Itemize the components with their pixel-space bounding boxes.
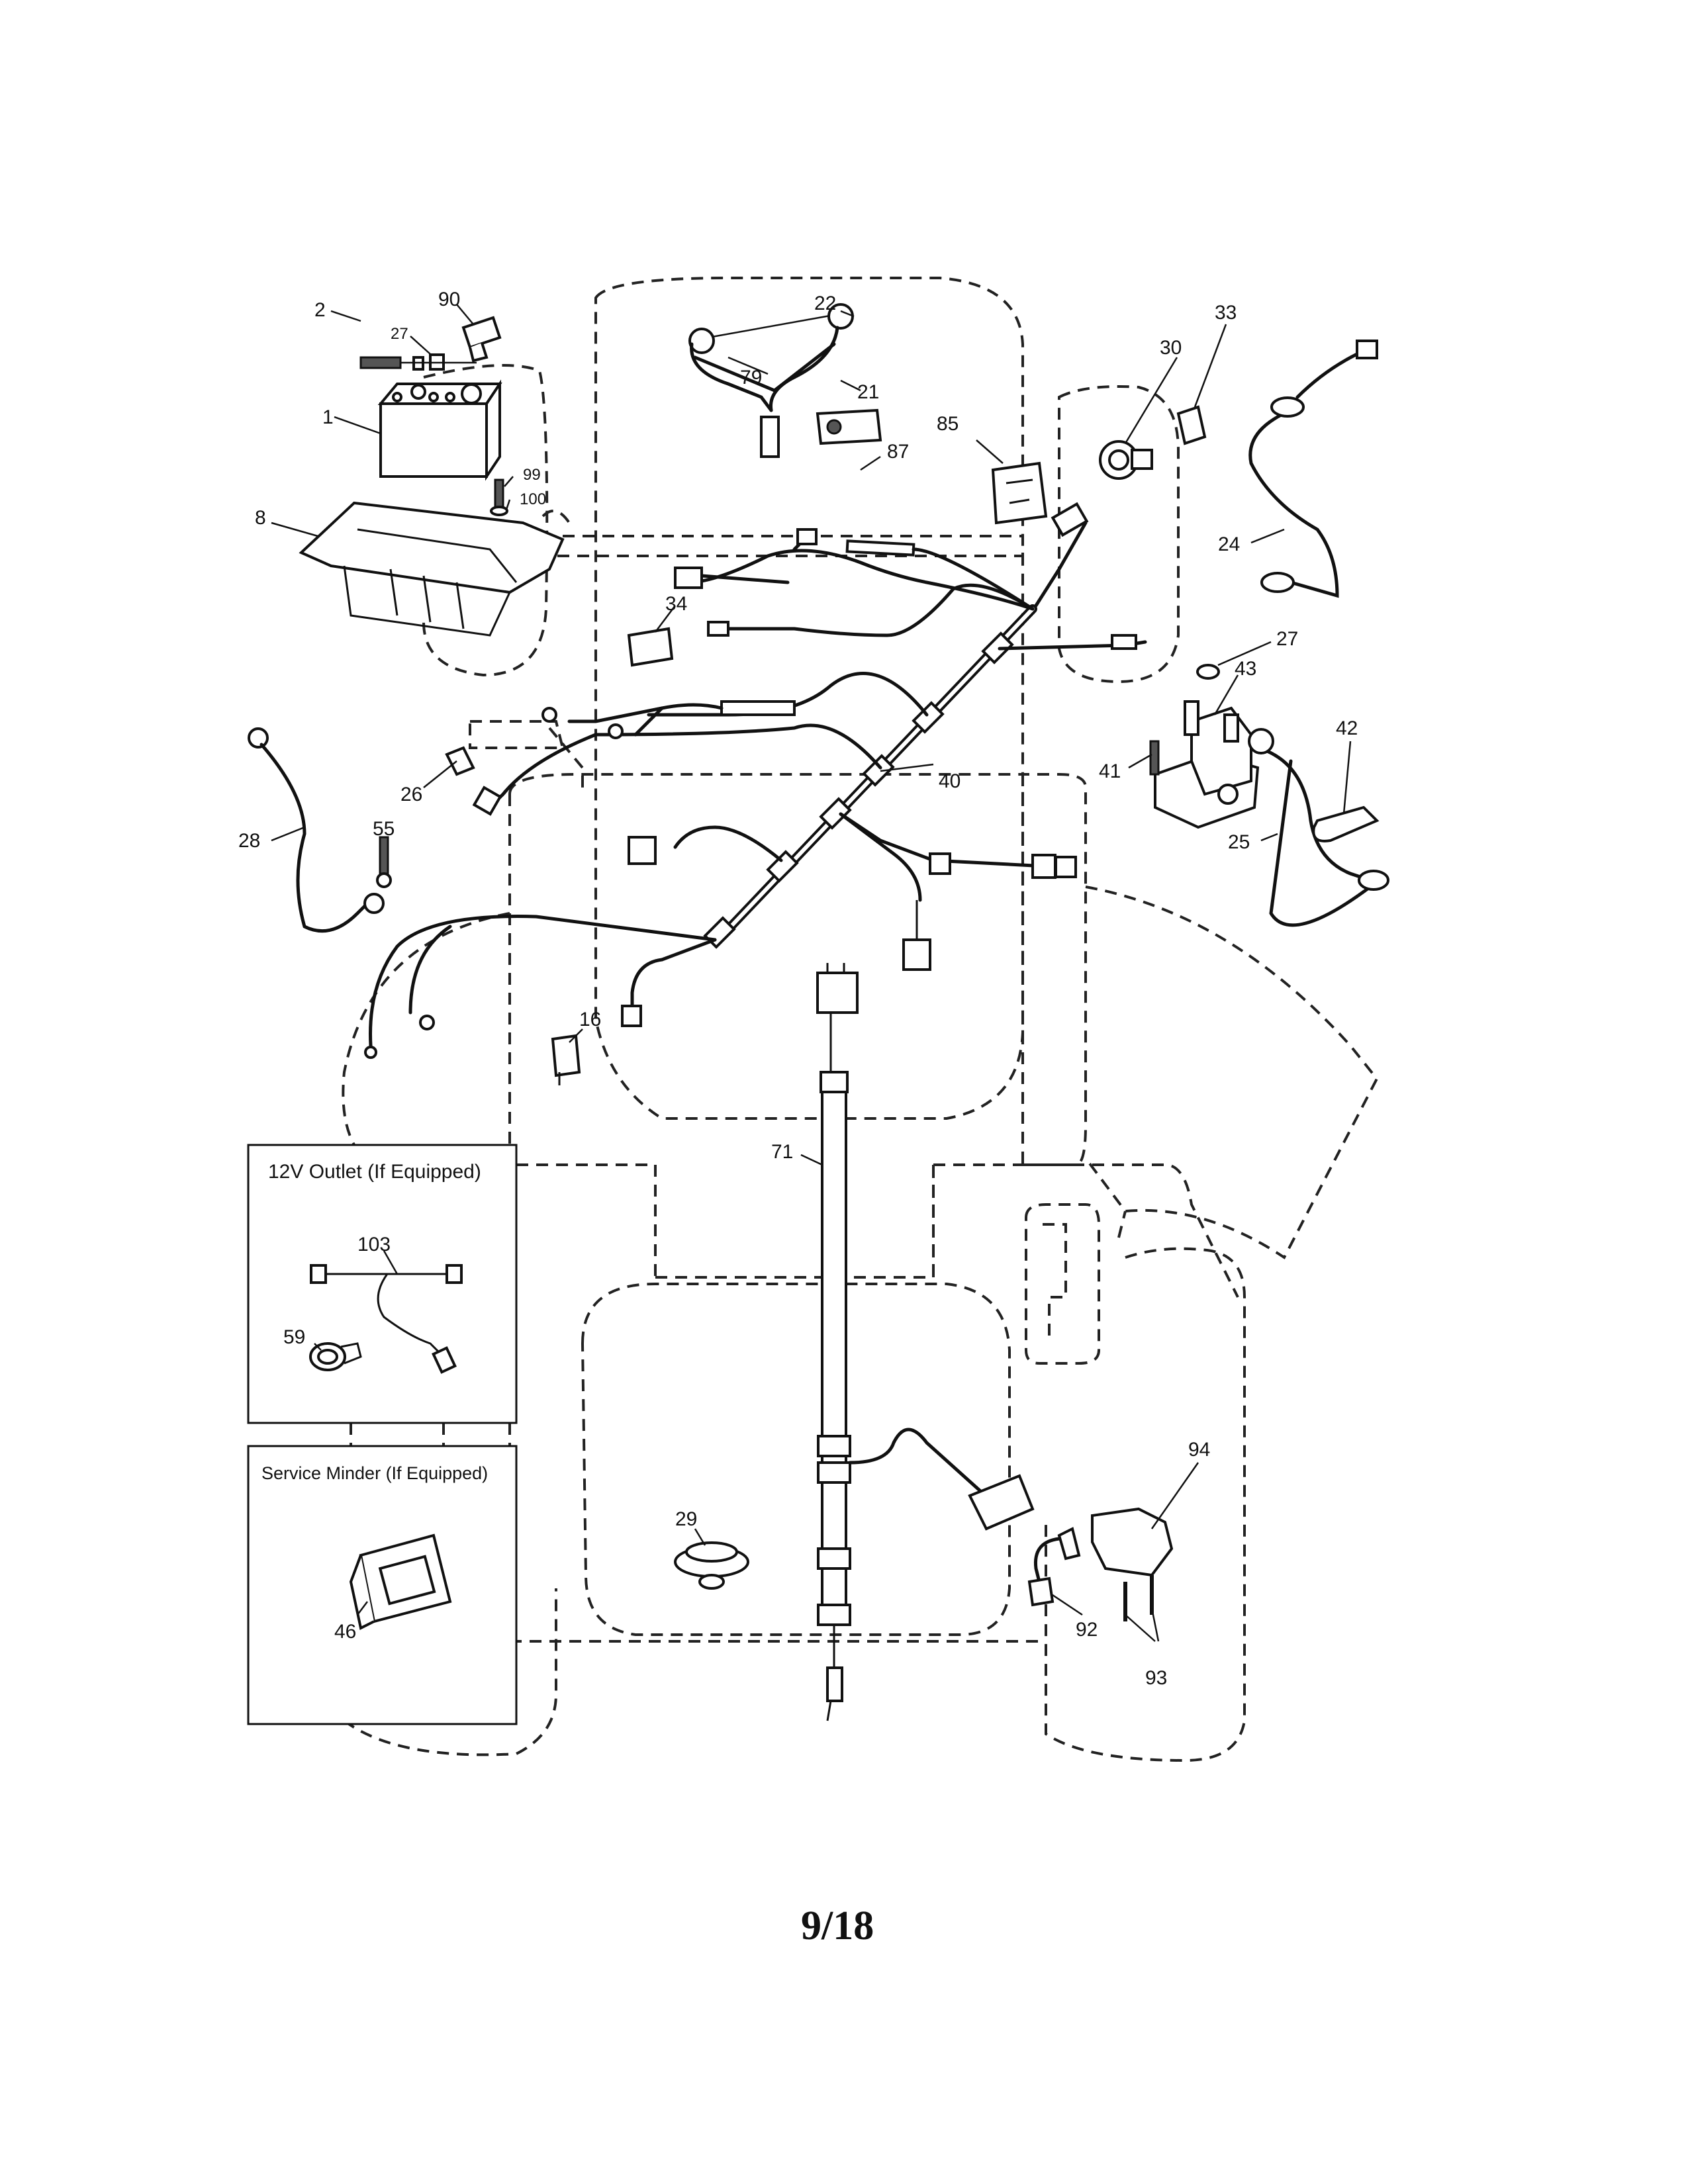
callout-46: 46 (334, 1621, 356, 1643)
cable-24 (1248, 340, 1378, 598)
callout-30: 30 (1160, 337, 1182, 359)
callout-40: 40 (939, 770, 961, 792)
callout-71: 71 (771, 1141, 793, 1163)
harness-clips (703, 631, 1014, 949)
headlight-group (688, 303, 882, 458)
callout-99: 99 (523, 466, 541, 484)
callout-2: 2 (314, 299, 326, 321)
callout-79: 79 (740, 367, 762, 388)
inset-service-minder: Service Minder (If Equipped) (247, 1445, 518, 1725)
callout-93: 93 (1145, 1667, 1167, 1689)
callout-42: 42 (1336, 717, 1358, 739)
switch-16 (551, 1034, 581, 1077)
callout-33: 33 (1215, 302, 1237, 324)
callout-27-solenoid: 27 (1276, 628, 1298, 650)
callout-21: 21 (857, 381, 879, 403)
ignition-group (1099, 405, 1207, 480)
switch-26 (445, 746, 475, 776)
callout-87: 87 (887, 441, 909, 463)
callout-41: 41 (1099, 760, 1121, 782)
callout-27-battery: 27 (391, 325, 408, 343)
callout-103: 103 (357, 1234, 391, 1255)
callout-25: 25 (1228, 831, 1250, 853)
callout-1: 1 (322, 406, 334, 428)
cable-28 (248, 727, 392, 933)
horn-29 (674, 1541, 749, 1590)
solenoid-group (1149, 664, 1389, 927)
switch-34 (627, 627, 674, 667)
callout-55: 55 (373, 818, 395, 840)
callout-43: 43 (1235, 658, 1256, 680)
main-harness (364, 502, 1147, 1059)
callout-100: 100 (520, 490, 546, 508)
callout-labels: 90 2 27 1 99 100 8 22 79 21 87 85 30 33 … (238, 289, 1358, 1689)
inset-minder-title: Service Minder (If Equipped) (261, 1463, 488, 1483)
leader-lines (271, 304, 1352, 1642)
callout-85: 85 (937, 413, 959, 435)
callout-94: 94 (1188, 1439, 1210, 1461)
relay-85 (991, 461, 1048, 525)
callout-34: 34 (665, 593, 687, 615)
battery-group (299, 316, 565, 637)
callout-26: 26 (400, 784, 422, 805)
callout-29: 29 (675, 1508, 697, 1530)
callout-8: 8 (255, 507, 266, 529)
inset-12v-outlet: 12V Outlet (If Equipped) (247, 1144, 518, 1424)
callout-28: 28 (238, 830, 260, 852)
callout-24: 24 (1218, 533, 1240, 555)
callout-16: 16 (579, 1009, 601, 1030)
callout-92: 92 (1076, 1619, 1098, 1641)
callout-59: 59 (283, 1326, 305, 1348)
harness-71 (816, 963, 1035, 1721)
switch-94-group (1027, 1507, 1174, 1621)
callout-90: 90 (438, 289, 460, 310)
page-number: 9/18 (801, 1903, 874, 1948)
callout-22: 22 (814, 293, 836, 314)
inset-outlet-title: 12V Outlet (If Equipped) (268, 1161, 481, 1183)
